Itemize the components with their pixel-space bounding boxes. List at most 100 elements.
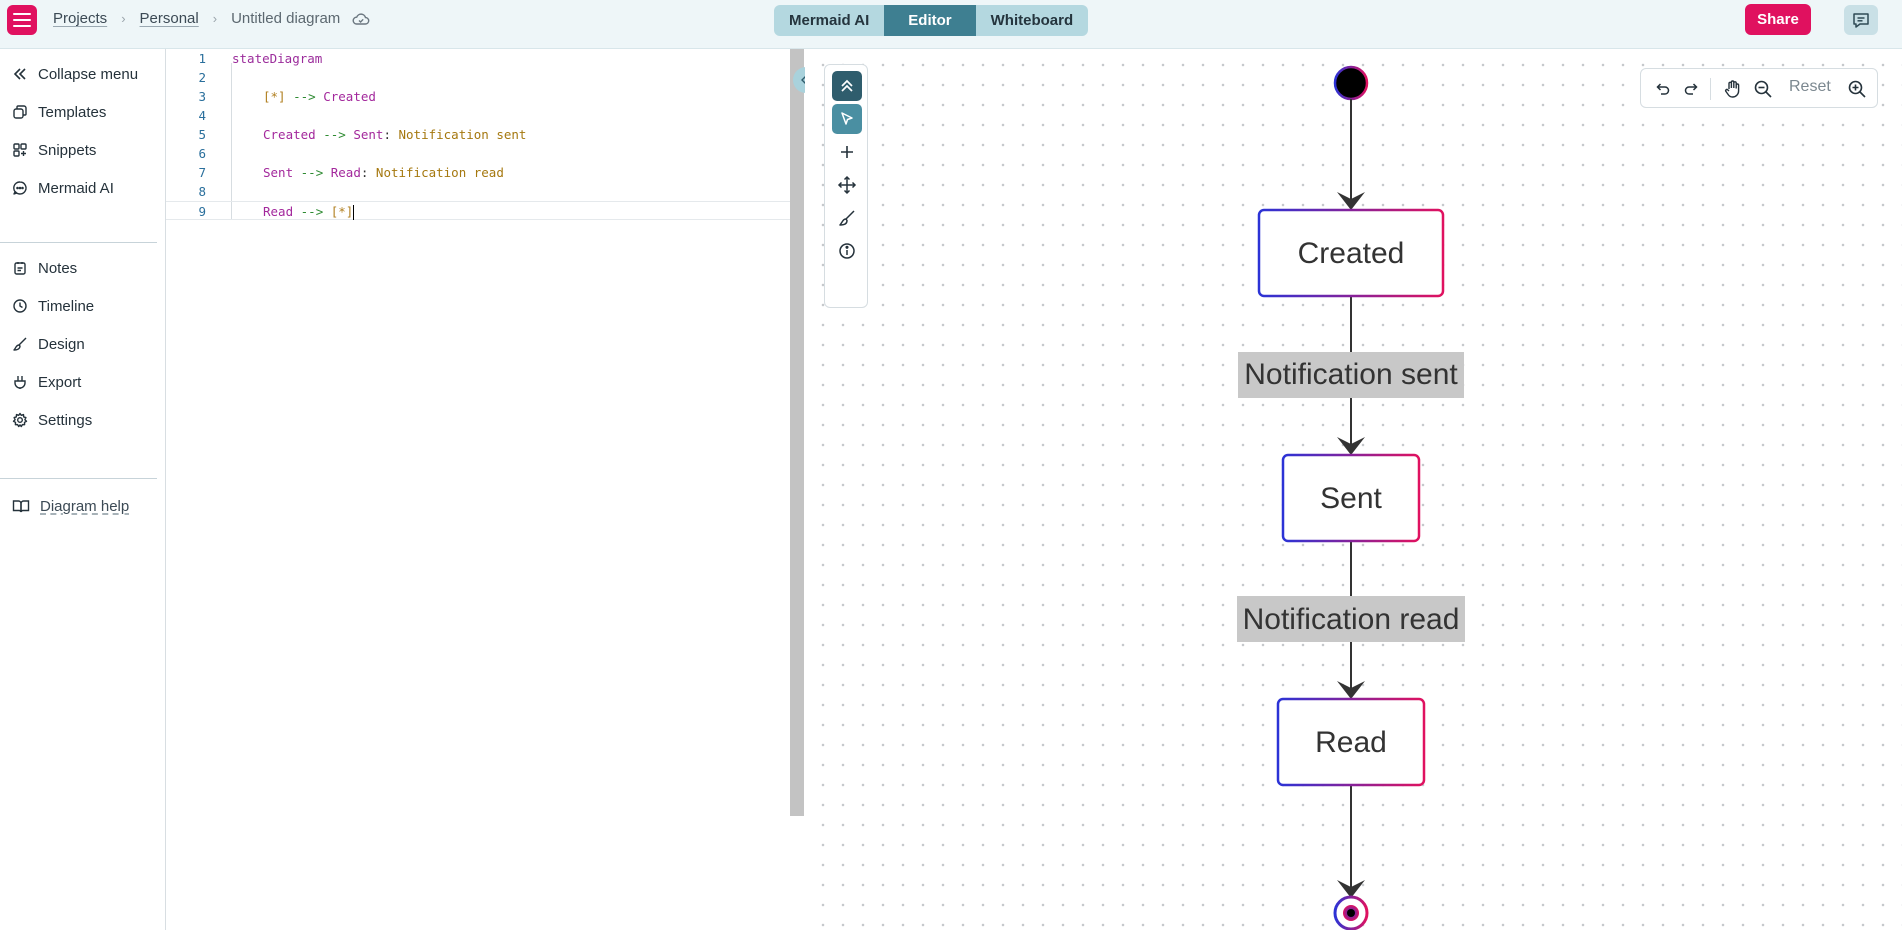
code-token: --> bbox=[323, 127, 346, 142]
line-number: 8 bbox=[198, 184, 206, 199]
transition-label[interactable]: Notification sent bbox=[1238, 352, 1464, 398]
tab-whiteboard[interactable]: Whiteboard bbox=[990, 12, 1074, 29]
collapse-toolbar-button[interactable] bbox=[832, 71, 862, 101]
zoom-in-icon bbox=[1848, 80, 1866, 98]
breadcrumb-personal[interactable]: Personal bbox=[139, 10, 199, 27]
start-state-node[interactable] bbox=[1333, 65, 1369, 101]
code-token: Created bbox=[323, 89, 376, 104]
sidebar: Collapse menu Templates Snippets Mermaid… bbox=[0, 49, 166, 930]
zoom-out-button[interactable] bbox=[1752, 78, 1774, 100]
code-token: Read bbox=[330, 165, 361, 180]
code-line[interactable]: 6 bbox=[166, 144, 803, 163]
code-token: : bbox=[360, 165, 369, 180]
redo-button[interactable] bbox=[1681, 78, 1703, 100]
zoom-out-icon bbox=[1754, 80, 1772, 98]
brush-icon bbox=[839, 210, 855, 226]
snippets-icon bbox=[13, 143, 27, 157]
code-line-current[interactable]: 9 Read --> [*] bbox=[166, 201, 803, 220]
share-button[interactable]: Share bbox=[1745, 4, 1811, 35]
line-number: 7 bbox=[198, 165, 206, 180]
sidebar-item-label: Export bbox=[38, 373, 82, 391]
code-line[interactable]: 2 bbox=[166, 68, 803, 87]
chevron-right-icon: › bbox=[212, 11, 218, 26]
sidebar-item-snippets[interactable]: Snippets bbox=[12, 139, 96, 161]
tab-editor[interactable]: Editor bbox=[884, 5, 976, 36]
sidebar-item-label: Templates bbox=[38, 103, 107, 121]
transition-label-text: Notification read bbox=[1243, 603, 1460, 636]
comment-icon bbox=[1853, 12, 1869, 28]
sidebar-item-notes[interactable]: Notes bbox=[12, 257, 77, 279]
templates-icon bbox=[13, 105, 27, 119]
sidebar-item-design[interactable]: Design bbox=[12, 333, 85, 355]
export-icon bbox=[14, 376, 26, 389]
diagram-title[interactable]: Untitled diagram bbox=[231, 10, 341, 27]
state-node-read[interactable]: Read bbox=[1276, 697, 1426, 787]
select-tool-button[interactable] bbox=[832, 104, 862, 134]
mode-tabs: Mermaid AI Editor Whiteboard bbox=[774, 5, 1089, 36]
zoom-reset-button[interactable]: Reset bbox=[1789, 78, 1831, 95]
state-node-created[interactable]: Created bbox=[1257, 208, 1445, 298]
sidebar-item-collapse-menu[interactable]: Collapse menu bbox=[12, 63, 138, 85]
comments-button[interactable] bbox=[1844, 5, 1878, 35]
sidebar-item-mermaid-ai[interactable]: Mermaid AI bbox=[12, 177, 114, 199]
code-token: Sent bbox=[353, 127, 384, 142]
code-line[interactable]: 3 [*] --> Created bbox=[166, 87, 803, 106]
text-caret bbox=[353, 205, 355, 220]
sidebar-item-label: Collapse menu bbox=[38, 65, 139, 83]
diagram-help-link[interactable]: Diagram help bbox=[12, 495, 129, 517]
zoom-in-button[interactable] bbox=[1846, 78, 1868, 100]
end-state-node[interactable] bbox=[1333, 895, 1369, 930]
sidebar-item-export[interactable]: Export bbox=[12, 371, 81, 393]
line-number: 3 bbox=[198, 89, 206, 104]
hamburger-menu-button[interactable] bbox=[7, 5, 37, 35]
add-node-button[interactable] bbox=[832, 137, 862, 167]
code-line[interactable]: 8 bbox=[166, 182, 803, 201]
sidebar-item-settings[interactable]: Settings bbox=[12, 409, 92, 431]
sidebar-item-templates[interactable]: Templates bbox=[12, 101, 106, 123]
code-token: Sent bbox=[263, 165, 294, 180]
toolbar-divider bbox=[1710, 78, 1711, 100]
chat-bubble-icon bbox=[13, 181, 27, 195]
editor-resize-handle[interactable] bbox=[790, 49, 804, 816]
pan-hand-button[interactable] bbox=[1722, 78, 1744, 100]
code-editor[interactable]: 1 stateDiagram 2 3 [*] --> Created 4 5 C… bbox=[166, 49, 805, 930]
code-line[interactable]: 5 Created --> Sent: Notification sent bbox=[166, 125, 803, 144]
notes-icon bbox=[14, 262, 26, 275]
redo-icon bbox=[1684, 83, 1698, 95]
tab-mermaid-ai[interactable]: Mermaid AI bbox=[789, 12, 870, 29]
double-chevron-up-icon bbox=[841, 79, 853, 92]
sidebar-divider bbox=[0, 478, 157, 479]
info-button[interactable] bbox=[832, 236, 862, 266]
zoom-controls: Reset bbox=[1640, 68, 1878, 108]
line-number: 6 bbox=[198, 146, 206, 161]
sidebar-item-label: Design bbox=[38, 335, 85, 353]
transition-edge[interactable] bbox=[1337, 786, 1365, 898]
diagram-help-label: Diagram help bbox=[40, 497, 130, 515]
code-token: [*] bbox=[330, 204, 354, 219]
transition-label[interactable]: Notification read bbox=[1237, 596, 1465, 642]
move-tool-button[interactable] bbox=[832, 170, 862, 200]
undo-button[interactable] bbox=[1651, 78, 1673, 100]
code-token: --> bbox=[293, 89, 316, 104]
undo-icon bbox=[1656, 83, 1670, 95]
line-number: 9 bbox=[198, 204, 206, 219]
code-line[interactable]: 4 bbox=[166, 106, 803, 125]
gear-icon bbox=[12, 412, 28, 428]
move-arrows-icon bbox=[837, 175, 857, 195]
state-node-sent[interactable]: Sent bbox=[1281, 453, 1421, 543]
sidebar-item-label: Settings bbox=[38, 411, 93, 429]
brush-tool-button[interactable] bbox=[832, 203, 862, 233]
tool-palette bbox=[824, 64, 868, 308]
code-token: [*] bbox=[263, 89, 286, 104]
code-token: Created bbox=[263, 127, 316, 142]
breadcrumb-projects[interactable]: Projects bbox=[53, 10, 108, 27]
state-label: Created bbox=[1298, 237, 1405, 270]
code-line[interactable]: 7 Sent --> Read: Notification read bbox=[166, 163, 803, 182]
sidebar-item-label: Snippets bbox=[38, 141, 97, 159]
code-line[interactable]: 1 stateDiagram bbox=[166, 49, 803, 68]
clock-icon bbox=[13, 299, 27, 313]
chevron-right-icon: › bbox=[121, 11, 126, 26]
code-token: --> bbox=[300, 165, 324, 180]
transition-edge[interactable] bbox=[1337, 99, 1365, 210]
sidebar-item-timeline[interactable]: Timeline bbox=[12, 295, 94, 317]
